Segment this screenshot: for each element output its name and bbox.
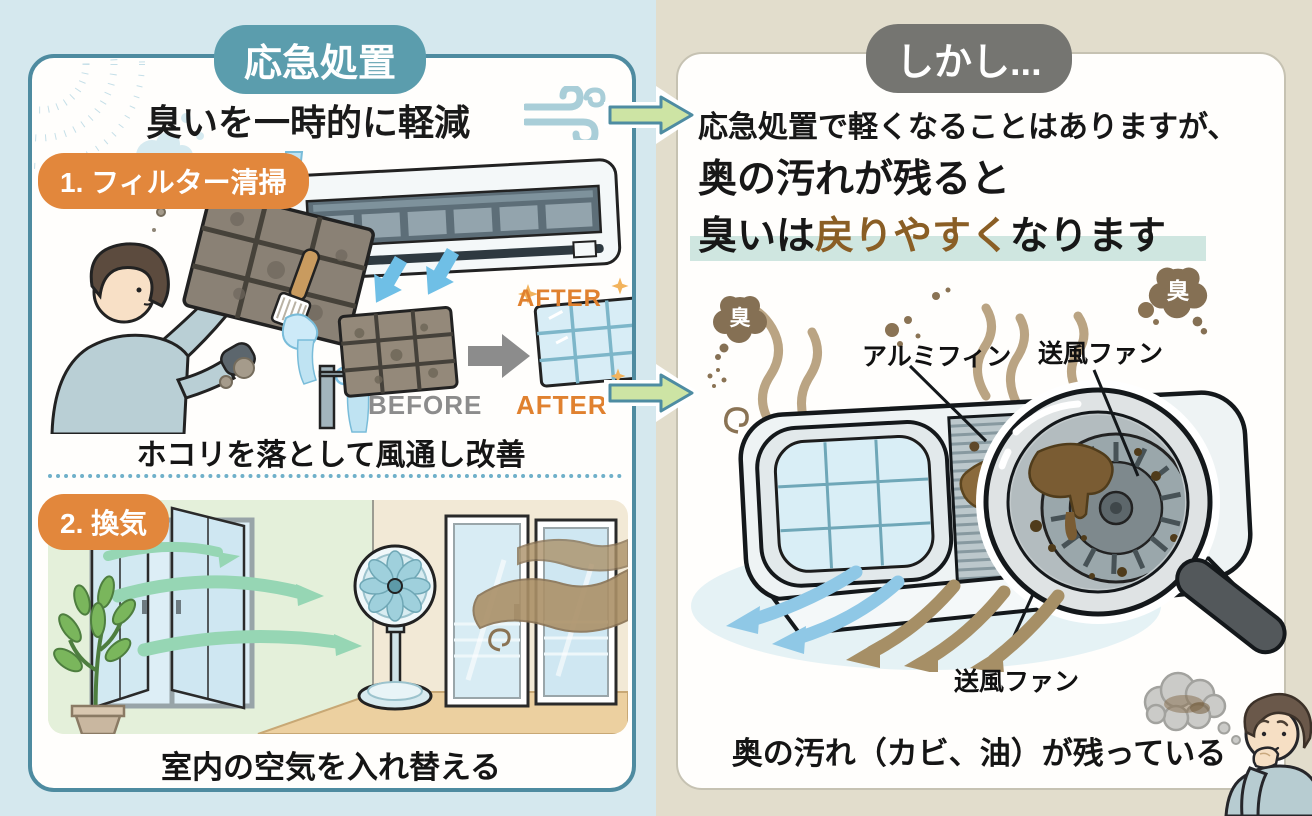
blower-fan-label-top: 送風ファン [1038,340,1164,368]
right-caption: 奥の汚れ（カビ、油）が残っている [731,736,1227,771]
ventilation-illustration [48,500,628,734]
smell-cloud-icon [1148,267,1208,335]
step2-caption: 室内の空気を入れ替える [160,750,502,785]
right-text-line3: 臭いは戻りやすくなります [698,215,1167,258]
electric-fan [353,544,437,711]
highlight-underline [690,236,1206,261]
smell-cloud-right: 臭 [1148,263,1208,339]
person-figure [1224,692,1312,816]
right-text-line2: 奥の汚れが残ると [698,158,1011,201]
dotted-divider [48,474,622,478]
after-filter [533,296,632,388]
outflow-arrows [726,565,1065,672]
step1-filter-cleaning-badge: 1. フィルター清掃 [38,153,309,209]
thought-cloud [1143,671,1241,745]
step2-ventilation-badge: 2. 換気 [38,494,170,550]
houseplant [53,575,137,734]
person-cleaning [50,242,256,434]
after-label: AFTER [516,390,608,420]
however-badge: しかし... [866,24,1072,93]
magnifier [976,380,1287,655]
thinking-person [1143,671,1312,816]
blower-fan-label-bottom: 送風ファン [954,668,1080,696]
connector-arrow-bottom [604,364,700,422]
before-label: BEFORE [368,390,483,420]
after-label-top: AFTER [517,285,602,312]
clean-filter-grid [773,434,935,573]
connector-arrow-top [604,86,700,144]
step1-caption: ホコリを落として風通し改善 [136,439,526,472]
left-heading: 臭いを一時的に軽減 [145,102,470,143]
smell-cloud-icon [713,296,767,360]
hand-on-chin [1252,746,1280,769]
swirl-mark [724,407,749,434]
smell-cloud-left: 臭 [712,292,768,362]
before-filter [337,306,459,398]
breeze-arrows [103,541,362,657]
emergency-treatment-badge: 応急処置 [214,25,427,94]
filter-cleaning-illustration [50,151,632,434]
smell-wisps [753,303,1089,435]
dirty-filter-held [182,189,375,346]
dirty-ac-illustration [691,287,1287,672]
aluminum-fin-label: アルミフィン [862,343,1012,371]
sparkle-icons [518,277,629,384]
right-text-line1: 応急処置で軽くなることはありますが、 [698,111,1238,144]
smell-kanji: 臭 [729,307,751,330]
magnifier-handle [1175,558,1287,655]
dirty-blower-fan [1028,432,1185,584]
smoke-outflow [472,538,628,652]
smell-kanji: 臭 [1166,279,1190,305]
emphasis-text: 戻りやすく [815,215,1011,258]
transform-arrow [468,334,530,378]
wind-icon [524,86,606,140]
